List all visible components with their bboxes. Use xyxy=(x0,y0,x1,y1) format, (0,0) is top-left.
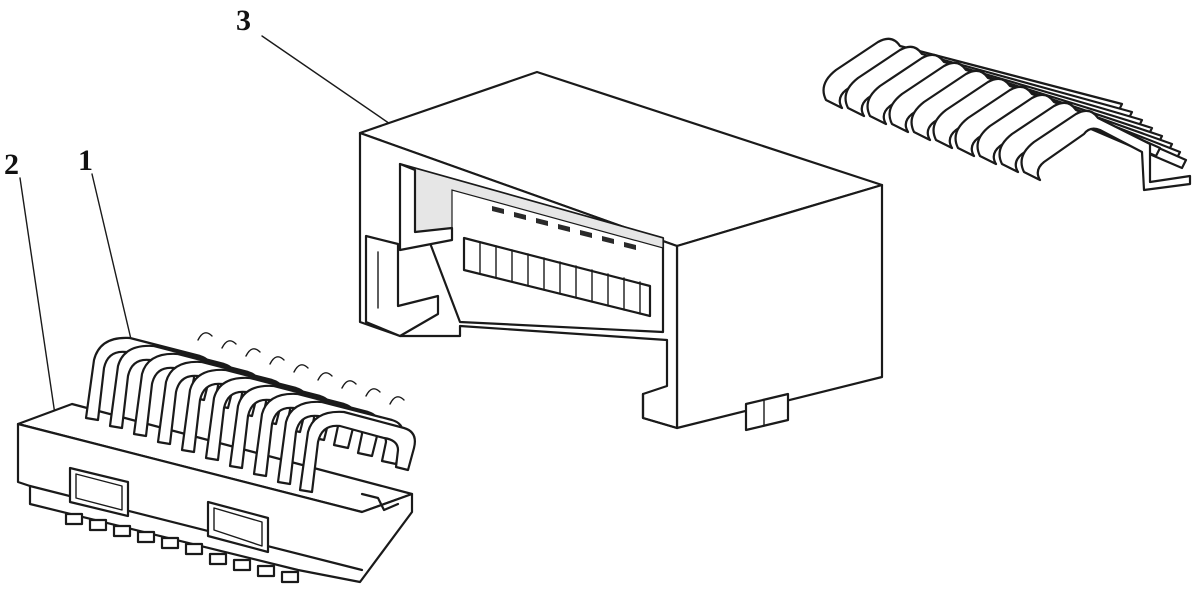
left-guide-block xyxy=(364,234,440,338)
contact-row xyxy=(462,236,652,318)
contact-slots-top xyxy=(492,206,636,250)
base-window-left xyxy=(68,466,130,518)
solder-tails xyxy=(64,512,300,584)
terminals-part-1 xyxy=(84,332,416,494)
base-end-clip xyxy=(360,492,400,512)
callout-1: 1 xyxy=(78,144,93,177)
callout-3: 3 xyxy=(236,4,251,37)
mounting-peg xyxy=(744,392,790,432)
housing-part-3 xyxy=(358,70,884,432)
callout-2: 2 xyxy=(4,148,19,181)
contact-row-divisions xyxy=(479,241,641,315)
base-window-right xyxy=(206,500,270,554)
housing-notch xyxy=(641,392,679,430)
latch-block xyxy=(398,162,454,252)
terminal-hooks xyxy=(197,332,405,405)
terminal-set-loose xyxy=(822,37,1192,192)
leader-line-1 xyxy=(91,173,135,353)
